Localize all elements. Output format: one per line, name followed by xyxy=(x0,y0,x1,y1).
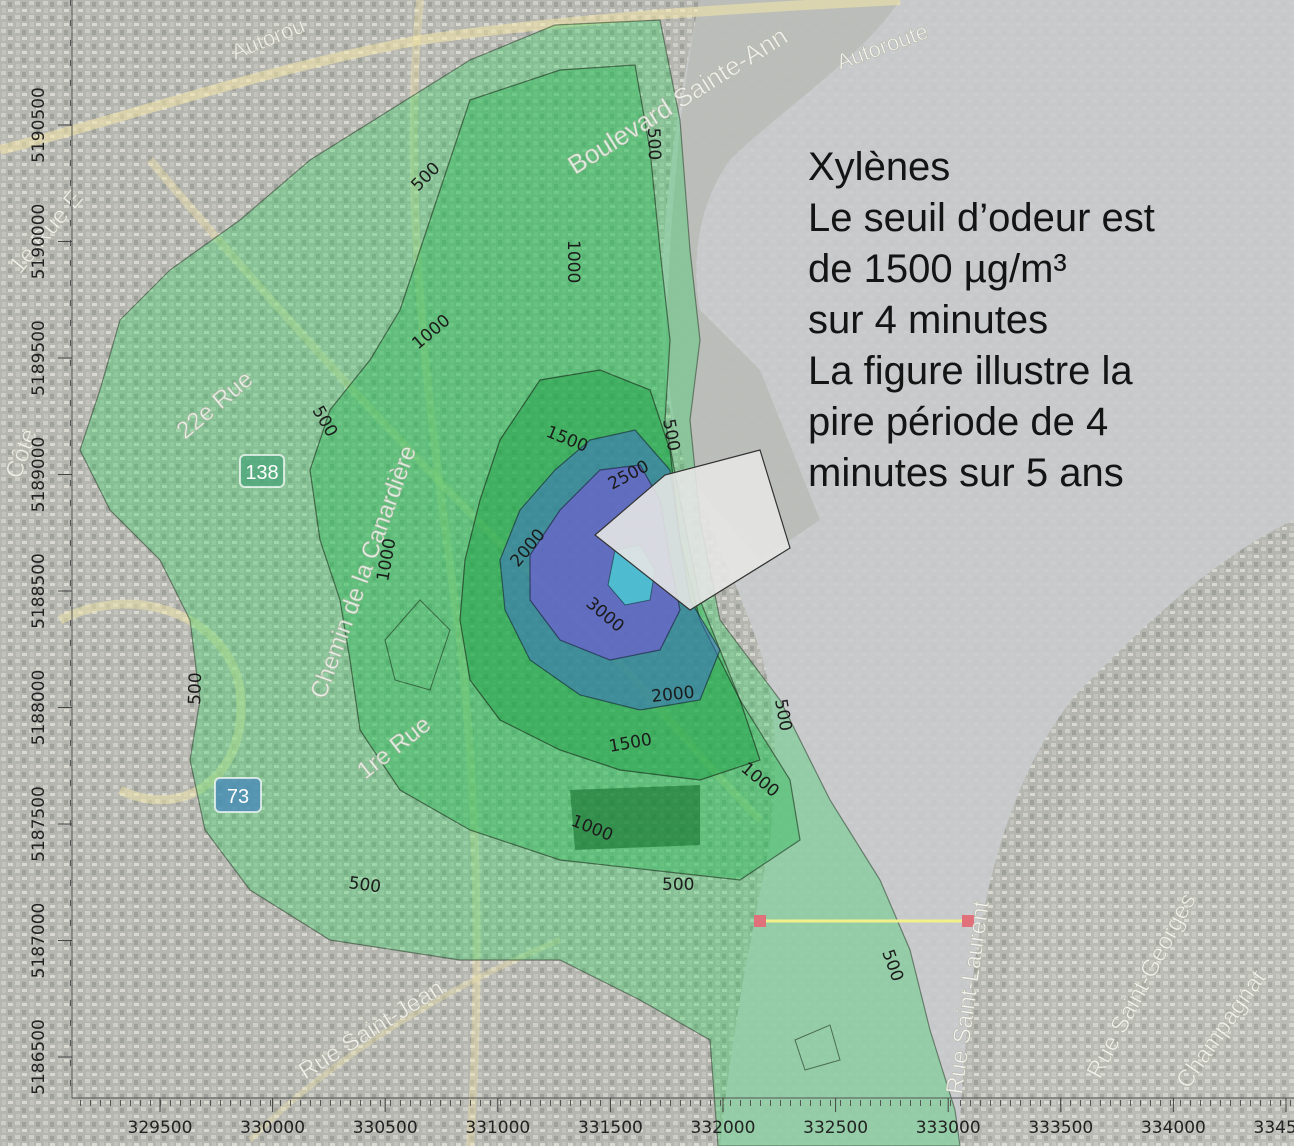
contour-river-island xyxy=(794,1024,841,1071)
y-tick-label: 5187500 xyxy=(29,786,49,862)
contour-label-c500-sw: 500 xyxy=(185,672,206,705)
annotation-line-4: La figure illustre la xyxy=(808,349,1133,393)
south-shore xyxy=(985,560,1294,1146)
y-tick-label: 5186500 xyxy=(29,1019,49,1095)
y-tick-label: 5188000 xyxy=(29,670,49,746)
highway-shield-138: 138 xyxy=(239,454,285,488)
y-tick-label: 5189500 xyxy=(29,320,49,396)
annotation-line-5: pire période de 4 xyxy=(808,400,1109,444)
st-lawrence-river xyxy=(661,0,1294,1146)
y-axis: 5190500 5190000 5189500 5189000 5188500 51880… xyxy=(29,0,73,1098)
x-tick-label: 333000 xyxy=(916,1118,981,1138)
x-tick-label: 330500 xyxy=(353,1118,418,1138)
scale-bar xyxy=(754,915,974,927)
contour-label-c500-s: 500 xyxy=(347,873,382,897)
contour-label-c500-top: 500 xyxy=(643,127,664,160)
dock-shapes xyxy=(570,785,700,850)
saint-jean-road xyxy=(247,937,562,1143)
x-axis: 329500 330000 330500 331000 331500 332000 3325… xyxy=(72,1097,1294,1138)
map-annotation: Xylènes Le seuil d’odeur est de 1500 µg/… xyxy=(808,142,1155,499)
annotation-line-2: de 1500 µg/m³ xyxy=(808,247,1067,291)
x-tick-label: 331000 xyxy=(465,1118,530,1138)
contour-island xyxy=(384,599,451,691)
annotation-line-1: Le seuil d’odeur est xyxy=(808,196,1155,240)
y-tick-label: 5189000 xyxy=(29,437,49,513)
x-tick-label: 332500 xyxy=(803,1118,868,1138)
y-tick-label: 5190000 xyxy=(29,204,49,280)
source-exclusion-polygon xyxy=(594,449,791,611)
x-tick-label: 331500 xyxy=(578,1118,643,1138)
y-tick-label: 5187000 xyxy=(29,903,49,979)
ring-road xyxy=(57,599,246,805)
x-tick-label: 332000 xyxy=(691,1118,756,1138)
contour-label-c500-se: 500 xyxy=(662,875,694,895)
x-tick-label: 330000 xyxy=(240,1118,305,1138)
contour-label-c1000-n: 1000 xyxy=(563,240,583,283)
autoroute-north xyxy=(0,0,901,155)
annotation-title: Xylènes xyxy=(808,145,951,189)
y-tick-label: 5190500 xyxy=(29,87,49,163)
annotation-line-3: sur 4 minutes xyxy=(808,298,1049,342)
x-tick-label: 334000 xyxy=(1141,1118,1206,1138)
svg-text:73: 73 xyxy=(227,786,249,808)
y-tick-label: 5188500 xyxy=(29,553,49,629)
x-tick-label: 329500 xyxy=(128,1118,193,1138)
x-tick-label: 334500 xyxy=(1254,1118,1294,1138)
contour-label-c2000-s: 2000 xyxy=(650,683,695,707)
x-tick-label: 333500 xyxy=(1028,1118,1093,1138)
highway-73 xyxy=(409,0,481,1146)
annotation-line-6: minutes sur 5 ans xyxy=(808,451,1124,495)
port-facility xyxy=(666,0,900,560)
svg-text:138: 138 xyxy=(245,462,278,484)
highway-shield-73: 73 xyxy=(214,777,262,813)
